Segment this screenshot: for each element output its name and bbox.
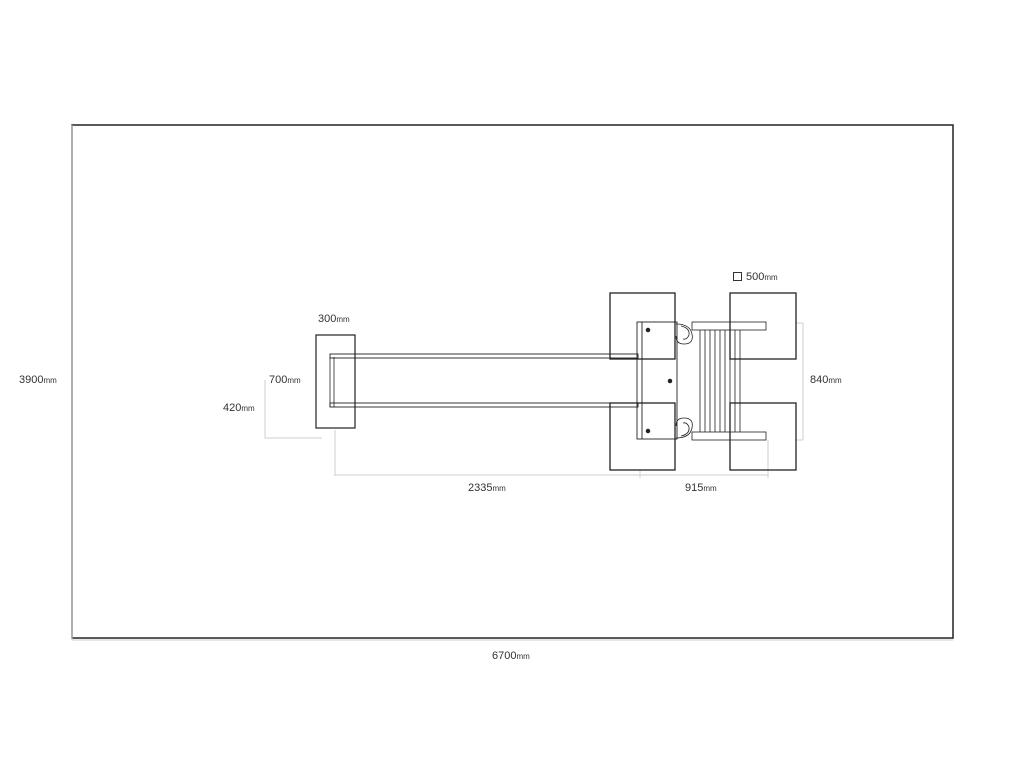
dim-beam-height: 700mm [269, 374, 301, 386]
dim-walkway-length: 2335mm [468, 482, 506, 494]
dim-beam-width: 300mm [318, 313, 350, 325]
stair-treads [691, 321, 767, 441]
dim-bottom-offset: 420mm [223, 402, 255, 414]
pad-top-right [729, 292, 797, 360]
dim-pad-size: 500mm [733, 271, 778, 284]
foundation-pads [609, 292, 797, 471]
platform [636, 321, 678, 440]
handrail-curls [675, 323, 693, 439]
left-support [315, 334, 356, 429]
square-icon [733, 272, 742, 281]
dimension-lines [71, 125, 953, 641]
dim-stair-length: 915mm [685, 482, 717, 494]
pad-bottom-left [609, 402, 676, 471]
pad-top-left [609, 292, 676, 360]
pad-bottom-right [729, 402, 797, 471]
dim-area-height: 3900mm [19, 374, 57, 386]
dim-pad-spacing: 840mm [810, 374, 842, 386]
dim-area-width: 6700mm [492, 650, 530, 662]
walkway-beams [329, 353, 639, 408]
